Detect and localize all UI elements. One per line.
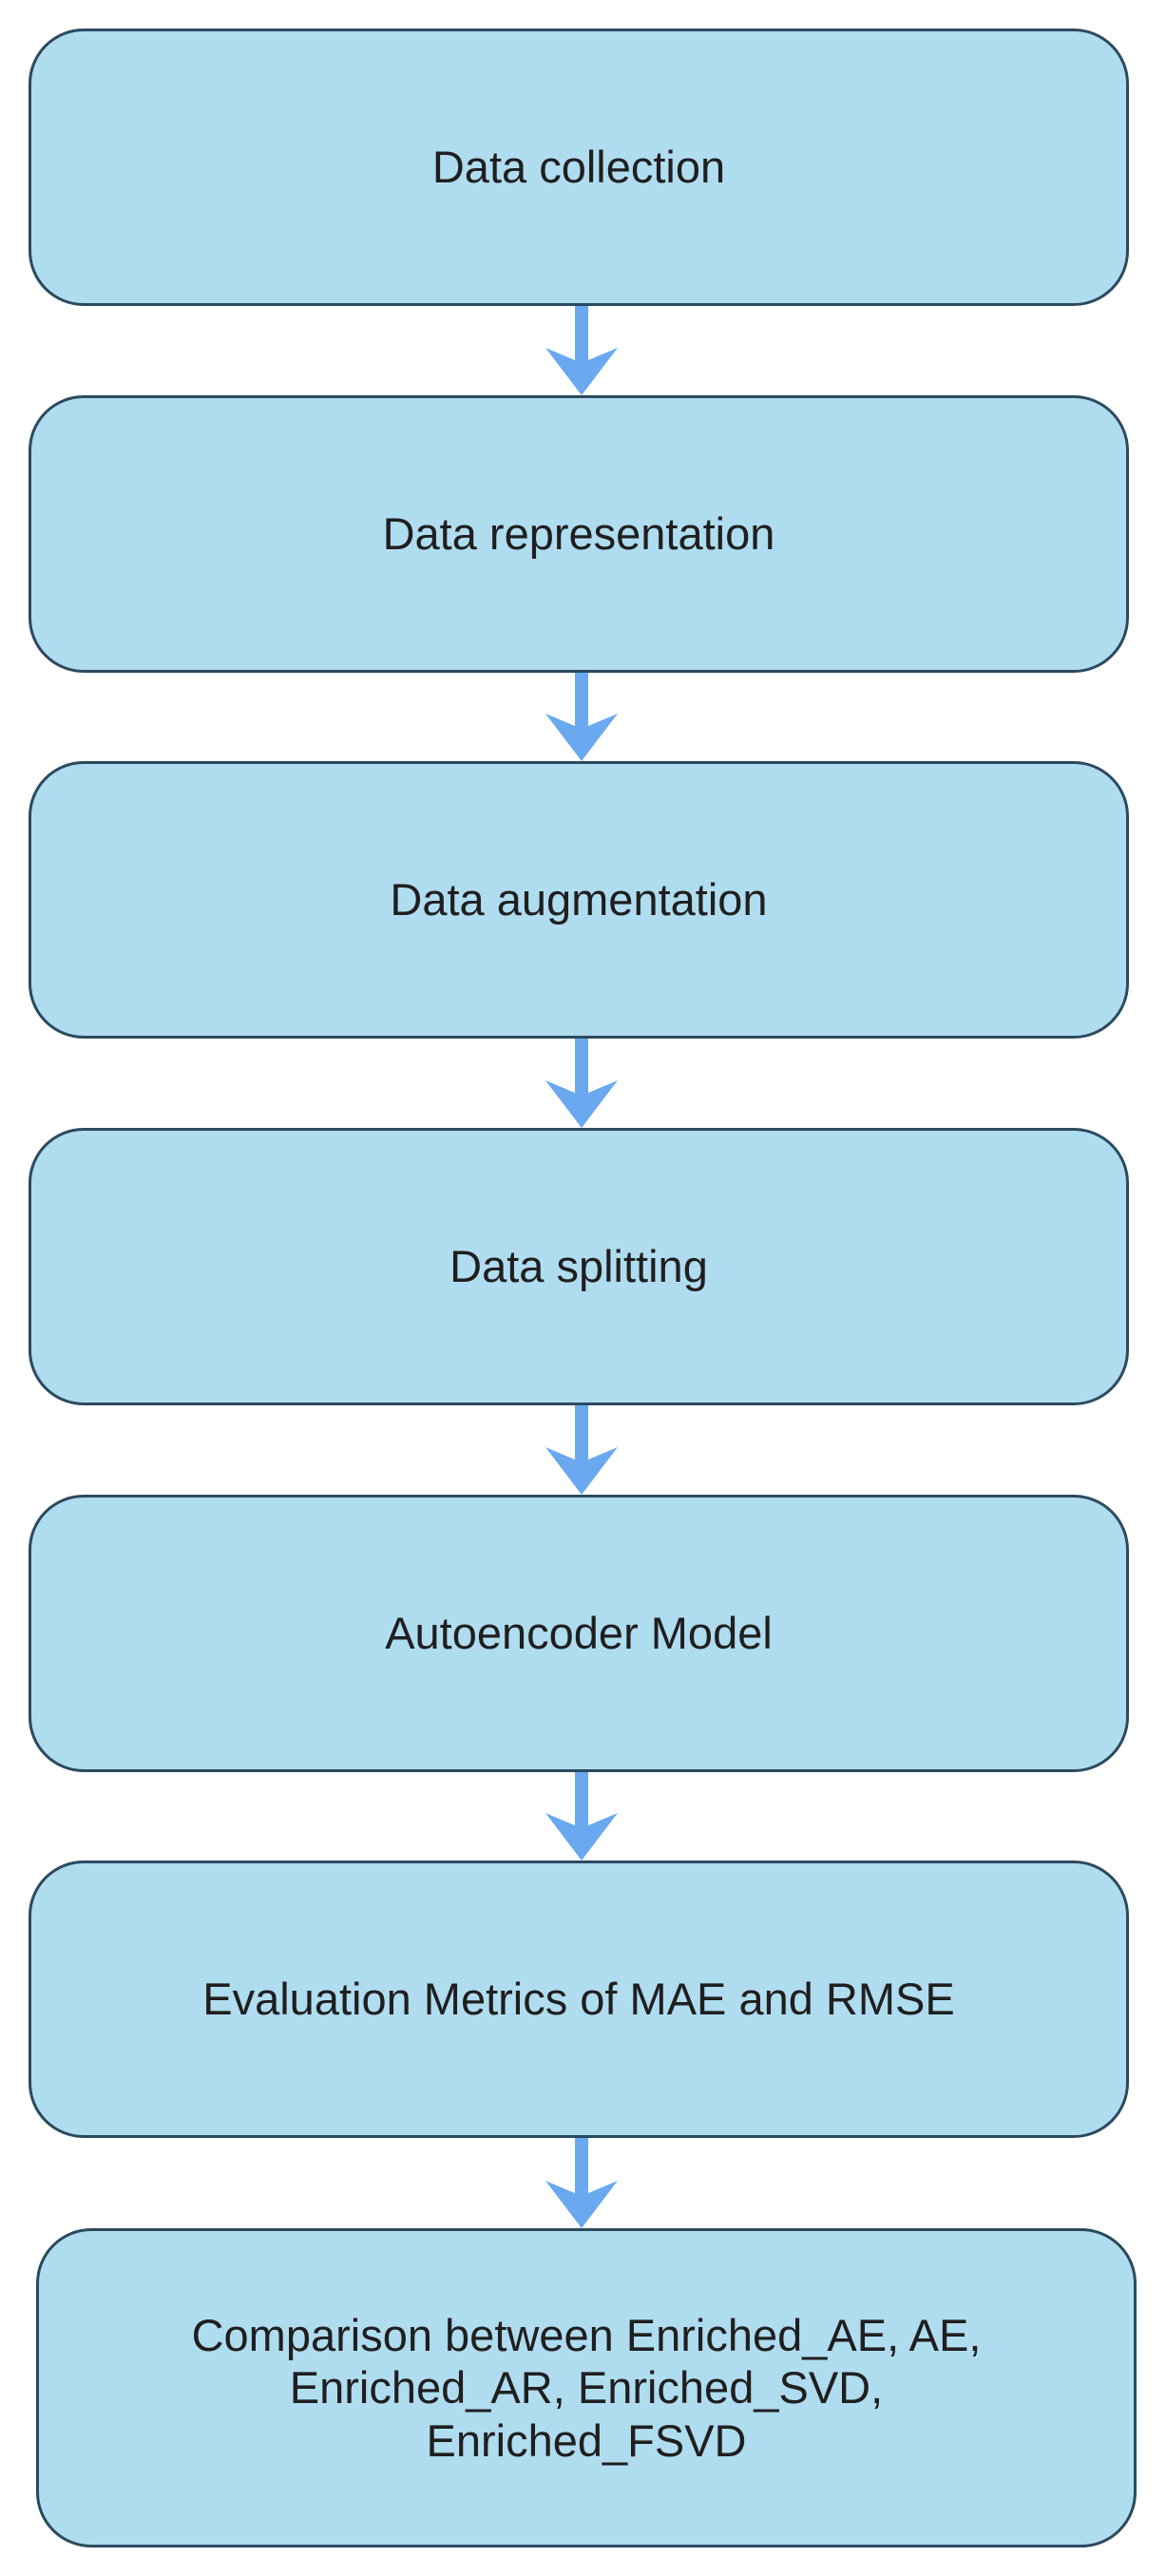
step-label: Data collection: [431, 142, 726, 193]
step-label: Comparison between Enriched_AE, AE, Enri…: [191, 2309, 982, 2466]
flow-arrow-1: [545, 306, 618, 395]
step-label: Autoencoder Model: [385, 1608, 773, 1659]
step-label: Data representation: [382, 508, 775, 560]
flow-arrow-5: [545, 1772, 618, 1860]
flow-arrow-6: [545, 2138, 618, 2228]
step-comparison: Comparison between Enriched_AE, AE, Enri…: [36, 2228, 1137, 2547]
step-data-augmentation: Data augmentation: [29, 761, 1129, 1039]
step-data-representation: Data representation: [29, 395, 1129, 673]
step-autoencoder-model: Autoencoder Model: [29, 1495, 1129, 1772]
step-evaluation-metrics: Evaluation Metrics of MAE and RMSE: [29, 1860, 1129, 2138]
step-data-splitting: Data splitting: [29, 1128, 1129, 1405]
flow-arrow-4: [545, 1405, 618, 1495]
step-label: Data splitting: [449, 1241, 708, 1292]
step-data-collection: Data collection: [29, 29, 1129, 306]
step-label: Evaluation Metrics of MAE and RMSE: [202, 1974, 955, 2025]
flow-arrow-2: [545, 673, 618, 761]
flow-arrow-3: [545, 1039, 618, 1128]
step-label: Data augmentation: [390, 874, 768, 925]
